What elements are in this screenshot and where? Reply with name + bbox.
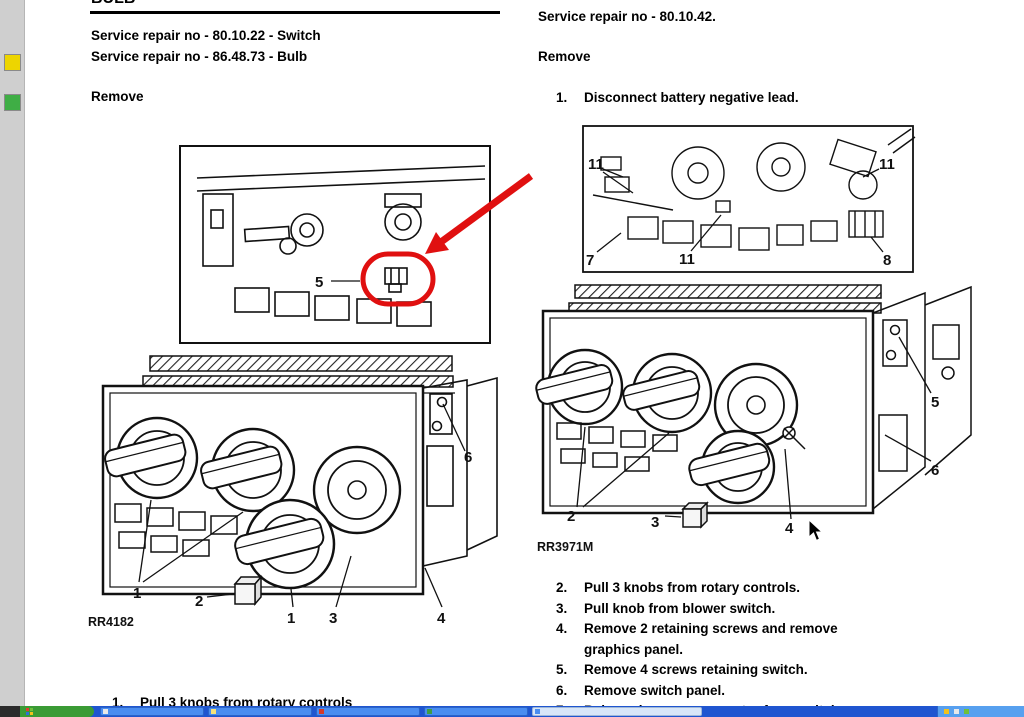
- tray-icon: [964, 709, 969, 714]
- step-number: 5.: [556, 662, 568, 677]
- step-number: 2.: [556, 580, 568, 595]
- mouse-cursor: [808, 520, 824, 542]
- task-button-active[interactable]: [532, 707, 702, 716]
- task-button[interactable]: [316, 707, 420, 716]
- step-number: 4.: [556, 621, 568, 636]
- task-button[interactable]: [208, 707, 312, 716]
- control-panel-drawing: 6 1 2 1 3 4 RR4182: [88, 355, 498, 629]
- rotary-knob: [104, 433, 187, 478]
- step-number: 3.: [556, 600, 568, 616]
- tray-icon: [944, 709, 949, 714]
- left-service-line-2: Service repair no - 86.48.73 - Bulb: [91, 49, 308, 64]
- callout-7: 7: [586, 252, 594, 269]
- callout-5: 5: [315, 274, 323, 291]
- app-icon: [211, 709, 216, 714]
- callout-3: 3: [651, 514, 659, 531]
- callout-11a: 11: [588, 156, 604, 173]
- callout-6: 6: [464, 449, 472, 466]
- task-button[interactable]: [424, 707, 528, 716]
- step-text: Remove switch panel.: [584, 682, 726, 698]
- red-highlight-circle: [360, 251, 436, 307]
- step-text: Disconnect battery negative lead.: [584, 90, 799, 105]
- retaining-screw: [782, 426, 806, 450]
- red-arrow-head: [425, 232, 449, 254]
- pulled-knob-cube: [233, 574, 263, 607]
- app-icon: [535, 709, 540, 714]
- figure-caption: RR4182: [88, 615, 134, 629]
- callout-6: 6: [931, 462, 939, 479]
- blower-knob: [234, 517, 325, 566]
- callout-11c: 11: [879, 156, 895, 173]
- callout-4: 4: [437, 610, 446, 627]
- yellow-marker-icon[interactable]: [4, 54, 21, 71]
- pulled-knob-cube: [681, 501, 709, 529]
- figure-right-switch-diagram: 11 11 11 7 8: [535, 125, 972, 554]
- callout-1b: 1: [287, 610, 295, 627]
- rotary-knob: [200, 445, 283, 490]
- step-row: 6. Remove switch panel.: [556, 681, 876, 702]
- right-step-1: 1. Disconnect battery negative lead.: [556, 89, 799, 107]
- inset-assembly-box: 11 11 11 7 8: [582, 125, 916, 273]
- system-tray[interactable]: [937, 706, 1024, 717]
- app-icon: [103, 709, 108, 714]
- windows-logo-icon: [26, 708, 33, 715]
- taskbar-corner: [0, 706, 20, 717]
- step-text: Pull knob from blower switch.: [584, 600, 776, 616]
- rotary-knob: [622, 370, 701, 411]
- step-text: Remove 4 screws retaining switch.: [584, 662, 808, 677]
- figure-caption: RR3971M: [537, 540, 593, 554]
- left-heading: BULB: [91, 0, 135, 8]
- green-marker-icon[interactable]: [4, 94, 21, 111]
- right-remove-label: Remove: [538, 49, 591, 64]
- figure-left-bulb-diagram: 5: [88, 145, 534, 629]
- step-row: 3. Pull knob from blower switch.: [556, 599, 876, 620]
- right-steps-list: 2. Pull 3 knobs from rotary controls. 3.…: [556, 578, 876, 717]
- switch-panel-drawing: 5 6 2 3 4 RR3971M: [535, 284, 972, 554]
- app-side-strip: [0, 0, 25, 717]
- step-text: Pull 3 knobs from rotary controls.: [584, 580, 801, 595]
- blower-knob: [688, 442, 771, 487]
- red-arrow: [438, 173, 534, 245]
- callout-8: 8: [883, 252, 891, 269]
- step-row: 2. Pull 3 knobs from rotary controls.: [556, 578, 876, 599]
- callout-5: 5: [931, 394, 939, 411]
- callout-3: 3: [329, 610, 337, 627]
- step-row: 5. Remove 4 screws retaining switch.: [556, 660, 876, 681]
- callout-11b: 11: [679, 251, 695, 268]
- step-number: 6.: [556, 682, 568, 698]
- start-button[interactable]: [20, 706, 94, 717]
- callout-2: 2: [567, 508, 575, 525]
- step-row: 4. Remove 2 retaining screws and remove …: [556, 619, 876, 660]
- tray-icon: [954, 709, 959, 714]
- callout-2: 2: [195, 593, 203, 610]
- heading-rule: [90, 11, 500, 14]
- step-text: Remove 2 retaining screws and remove gra…: [584, 621, 838, 657]
- step-number: 1.: [556, 90, 568, 105]
- left-service-line-1: Service repair no - 80.10.22 - Switch: [91, 28, 321, 43]
- left-remove-label: Remove: [91, 89, 144, 104]
- inset-detail-box: 5: [179, 145, 534, 344]
- step-number: 1.: [112, 695, 124, 710]
- callout-1a: 1: [133, 585, 141, 602]
- right-service-line: Service repair no - 80.10.42.: [538, 9, 716, 24]
- app-icon: [427, 709, 432, 714]
- taskbar[interactable]: [0, 706, 1024, 717]
- callout-4: 4: [785, 520, 794, 537]
- app-icon: [319, 709, 324, 714]
- task-button[interactable]: [100, 707, 204, 716]
- rotary-knob: [535, 364, 614, 405]
